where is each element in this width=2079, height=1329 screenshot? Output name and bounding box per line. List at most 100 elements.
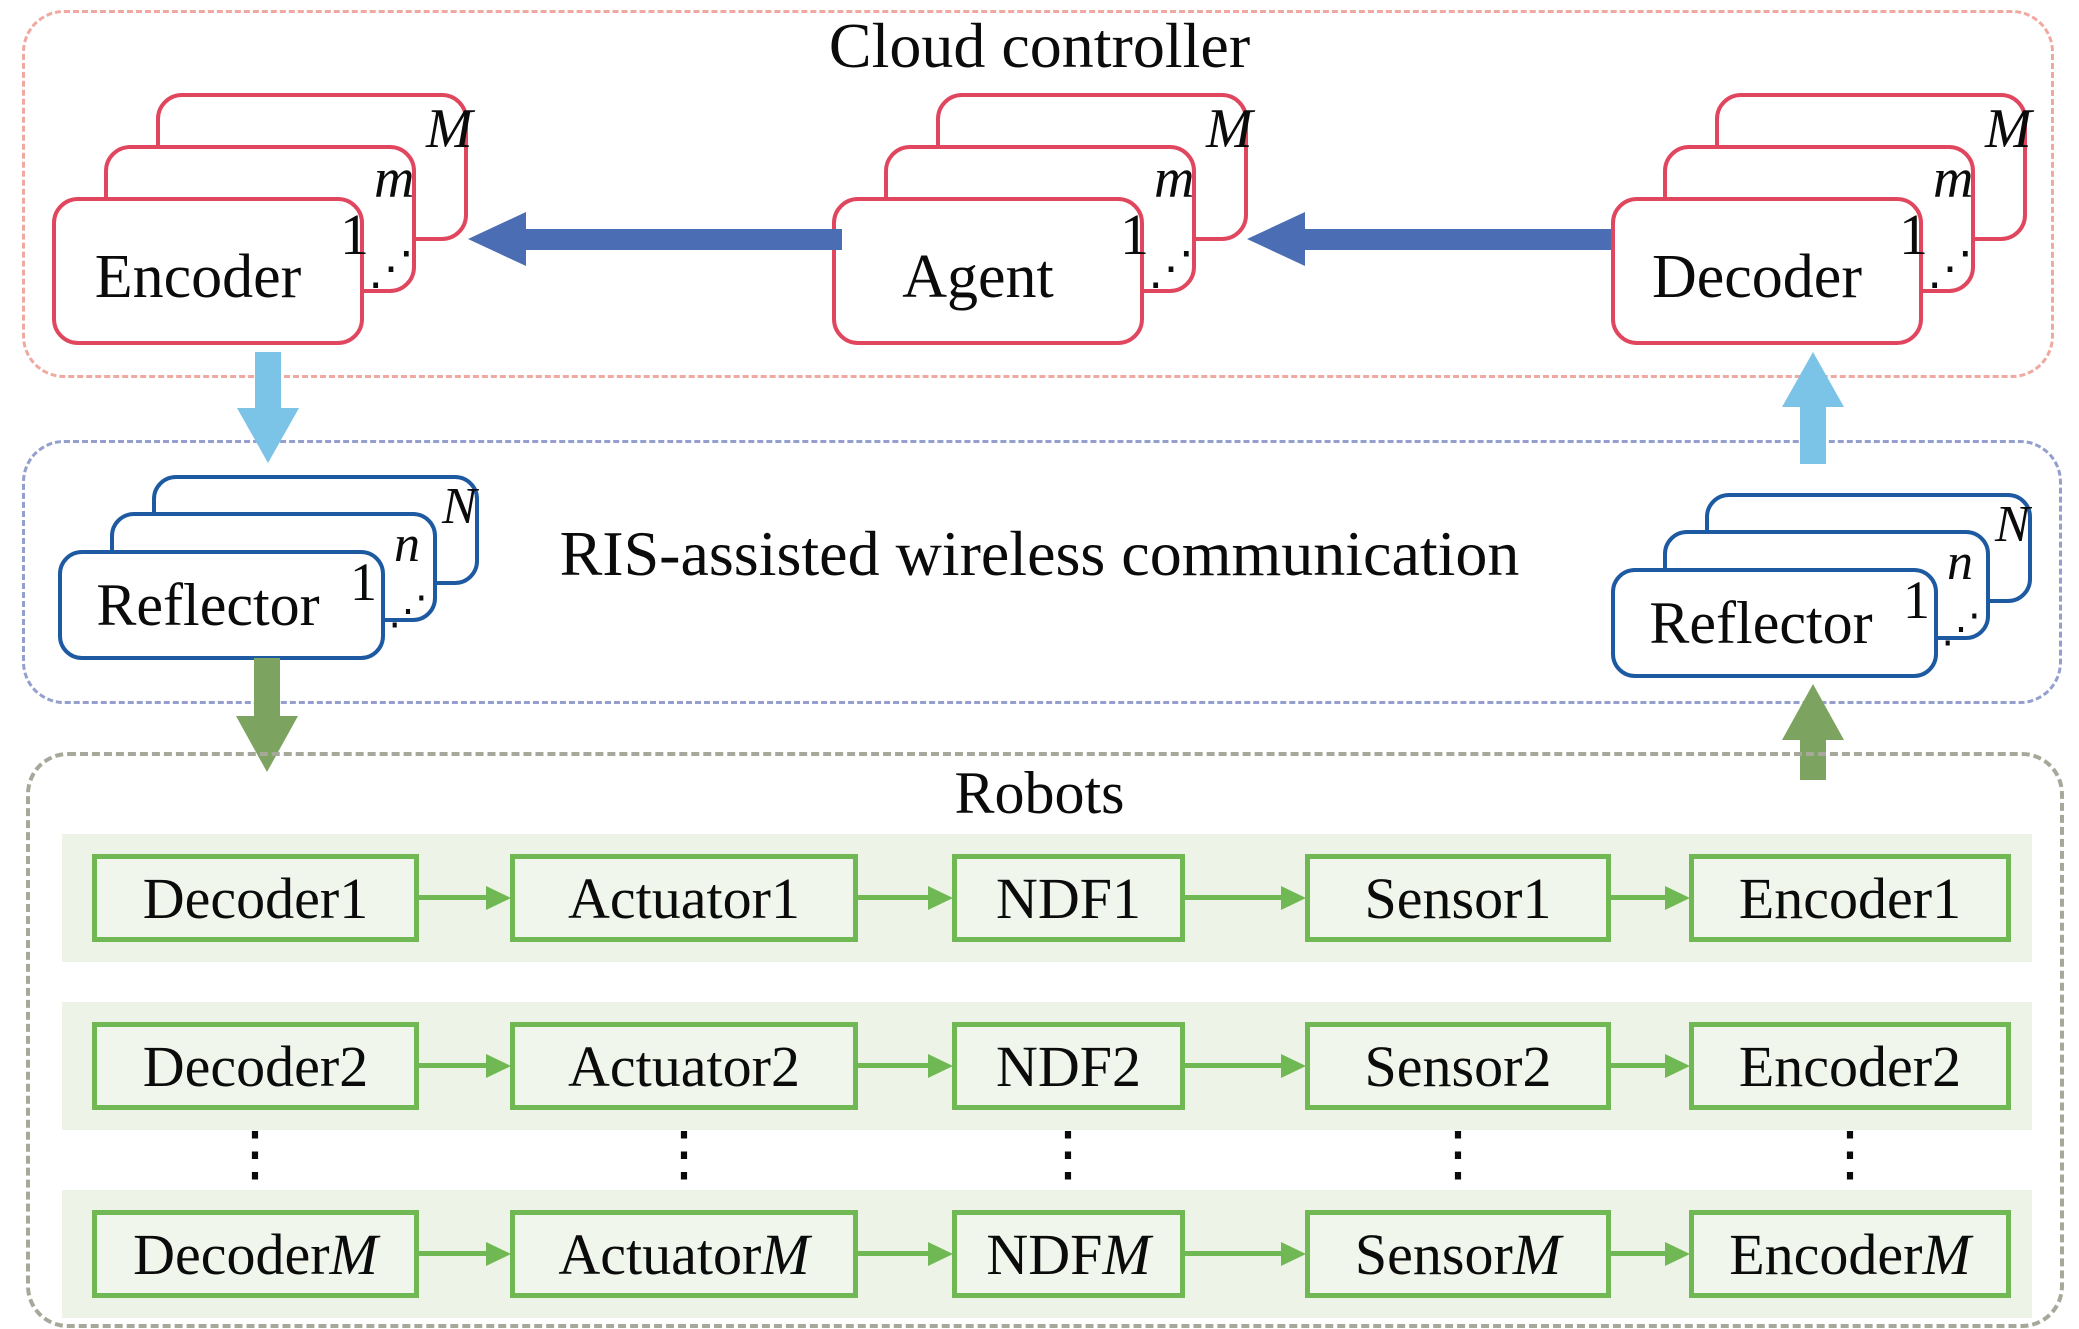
- encoder-1-box: Encoder 1: [1689, 854, 2011, 942]
- connector-line: [1611, 1251, 1665, 1256]
- connector-line: [1611, 895, 1665, 900]
- reflector-index-1: 1: [350, 552, 377, 612]
- actuator-1-box: Actuator 1: [510, 854, 858, 942]
- actuator-M-box: Actuator M: [510, 1210, 858, 1298]
- box-label: Sensor: [1364, 865, 1523, 931]
- column-ellipsis: ⋮: [654, 1121, 714, 1187]
- cloud-controller-title: Cloud controller: [828, 10, 1251, 81]
- arrow-head-down-icon: [237, 408, 299, 463]
- encoder-index-M: M: [426, 98, 473, 160]
- ris-container: [22, 440, 2062, 704]
- box-index: M: [1102, 1221, 1151, 1287]
- reflector-card-1: [58, 550, 385, 660]
- arrow-head-right-icon: [928, 1242, 953, 1266]
- decoder-stack: Decoder 1 m M ⋰: [1611, 93, 2032, 349]
- reflector-index-n: n: [394, 516, 420, 573]
- box-label: Encoder: [1729, 1221, 1923, 1287]
- box-label: NDF: [995, 865, 1113, 931]
- agent-index-1: 1: [1120, 202, 1149, 267]
- arrow-head-right-icon: [928, 886, 953, 910]
- decoder-M-box: Decoder M: [92, 1210, 419, 1298]
- cloud-controller-container: [22, 10, 2054, 378]
- box-index: M: [1922, 1221, 1971, 1287]
- box-index: M: [1512, 1221, 1562, 1287]
- encoder-M-box: Encoder M: [1689, 1210, 2011, 1298]
- reflector-stack-right: Reflector 1 n N ⋰: [1611, 493, 2041, 683]
- box-label: NDF: [986, 1221, 1103, 1287]
- ndf-1-box: NDF 1: [952, 854, 1185, 942]
- box-index: 1: [1112, 865, 1142, 931]
- reflector-index-n: n: [1947, 534, 1973, 591]
- box-index: M: [761, 1221, 810, 1287]
- agent-stack-ellipsis: ⋰: [1148, 243, 1194, 294]
- robot-row-1: Decoder 1 Actuator 1 NDF 1 Sensor 1 Enco…: [62, 834, 2032, 962]
- decoder-to-agent-arrow: [1247, 212, 1611, 266]
- reflector-index-N: N: [1995, 496, 2030, 553]
- robots-container: [26, 752, 2064, 1328]
- box-label: Encoder: [1738, 865, 1933, 931]
- box-index: 2: [770, 1033, 800, 1099]
- connector-line: [419, 1063, 486, 1068]
- arrow-shaft: [254, 658, 280, 716]
- decoder-2-box: Decoder 2: [92, 1022, 419, 1110]
- box-label: Encoder: [1738, 1033, 1933, 1099]
- arrow-head-right-icon: [1281, 1242, 1306, 1266]
- decoder-index-M: M: [1985, 98, 2032, 160]
- connector-line: [1185, 1063, 1281, 1068]
- box-index: M: [329, 1221, 378, 1287]
- connector-line: [419, 895, 486, 900]
- box-label: Decoder: [133, 1221, 330, 1287]
- connector-line: [858, 1063, 928, 1068]
- connector-line: [1185, 895, 1281, 900]
- agent-card-1: [832, 197, 1144, 345]
- reflector-label: Reflector: [96, 571, 320, 638]
- reflector-stack-ellipsis: ⋰: [388, 588, 428, 633]
- arrow-head-left-icon: [468, 212, 526, 266]
- arrow-head-down-icon: [236, 716, 298, 772]
- decoder-index-1: 1: [1899, 202, 1928, 267]
- arrow-shaft: [524, 229, 842, 250]
- arrow-shaft: [1303, 229, 1611, 250]
- sensor-M-box: Sensor M: [1305, 1210, 1611, 1298]
- reflector-stack-left: Reflector 1 n N ⋰: [58, 475, 488, 665]
- arrow-head-right-icon: [1665, 1054, 1690, 1078]
- robot-row-M: Decoder M Actuator M NDF M Sensor M Enco…: [62, 1190, 2032, 1318]
- reflector-stack-ellipsis: ⋰: [1941, 606, 1981, 651]
- arrow-shaft: [255, 352, 281, 408]
- reflector-index-N: N: [442, 478, 477, 535]
- reflector-card-1: [1611, 568, 1938, 678]
- sensor-2-box: Sensor 2: [1305, 1022, 1611, 1110]
- encoder-index-m: m: [374, 148, 415, 210]
- robot-row-2: Decoder 2 Actuator 2 NDF 2 Sensor 2 Enco…: [62, 1002, 2032, 1130]
- column-ellipsis: ⋮: [225, 1121, 285, 1187]
- arrow-head-right-icon: [486, 1242, 511, 1266]
- reflector-label: Reflector: [1649, 589, 1873, 656]
- decoder-stack-ellipsis: ⋰: [1927, 243, 1973, 294]
- decoder-card-1: [1611, 197, 1923, 345]
- decoder-label: Decoder: [1652, 242, 1862, 311]
- box-index: 1: [1522, 865, 1552, 931]
- arrow-head-right-icon: [486, 886, 511, 910]
- encoder-index-1: 1: [340, 202, 369, 267]
- encoder-stack-ellipsis: ⋰: [368, 243, 414, 294]
- arrow-head-right-icon: [1281, 1054, 1306, 1078]
- arrow-head-right-icon: [1665, 886, 1690, 910]
- ndf-M-box: NDF M: [952, 1210, 1185, 1298]
- agent-to-encoder-arrow: [468, 212, 842, 266]
- box-label: Decoder: [142, 865, 340, 931]
- box-index: 1: [339, 865, 369, 931]
- robots-title: Robots: [954, 760, 1125, 826]
- box-index: 2: [339, 1033, 369, 1099]
- box-label: Actuator: [568, 1033, 771, 1099]
- encoder-2-box: Encoder 2: [1689, 1022, 2011, 1110]
- decoder-1-box: Decoder 1: [92, 854, 419, 942]
- agent-index-m: m: [1154, 148, 1195, 210]
- arrow-head-right-icon: [1281, 886, 1306, 910]
- arrow-head-right-icon: [928, 1054, 953, 1078]
- actuator-2-box: Actuator 2: [510, 1022, 858, 1110]
- encoder-label: Encoder: [94, 242, 302, 311]
- arrow-head-right-icon: [486, 1054, 511, 1078]
- box-label: Sensor: [1364, 1033, 1523, 1099]
- encoder-card-1: [52, 197, 364, 345]
